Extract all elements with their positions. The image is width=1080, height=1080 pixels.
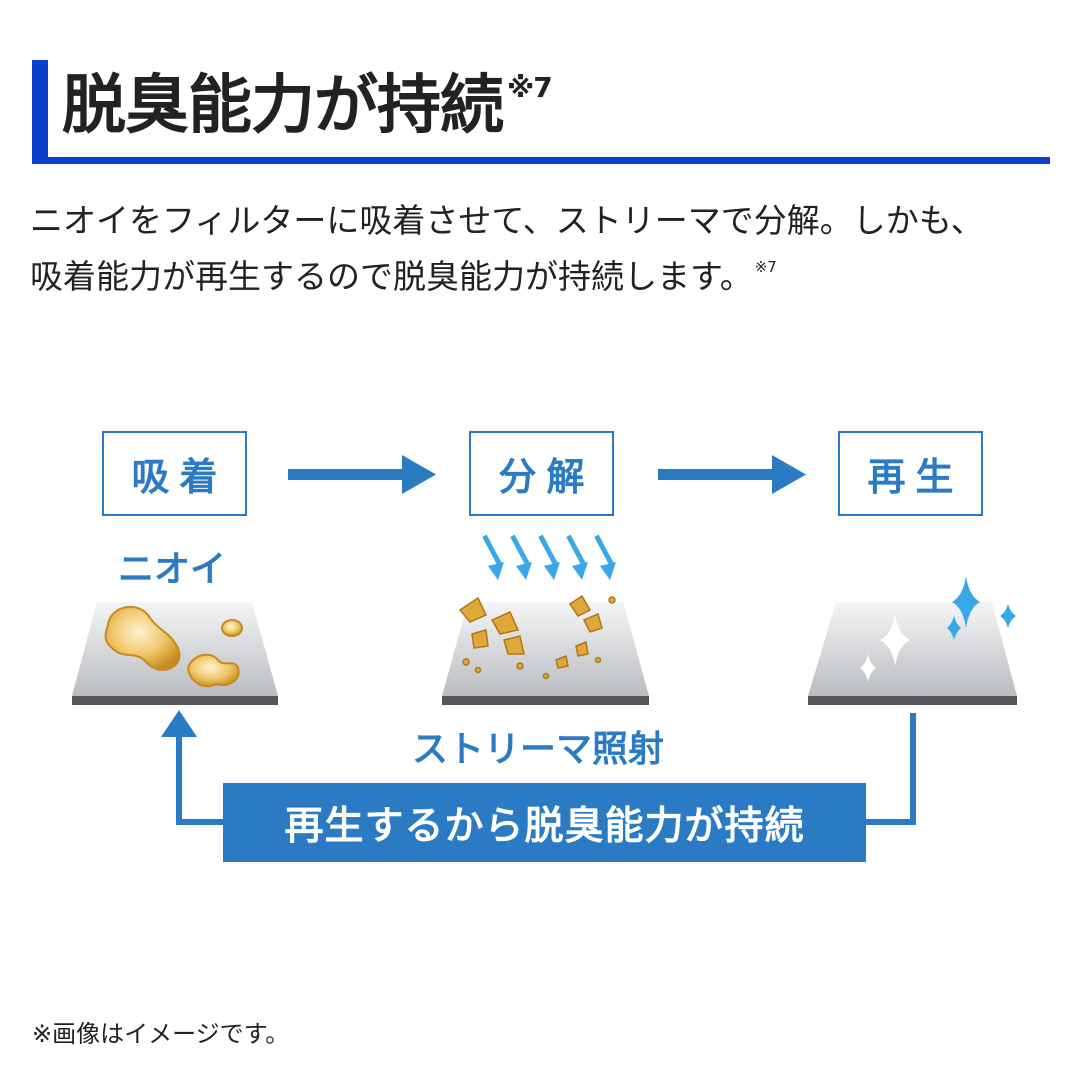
description-line-2-text: 吸着能力が再生するので脱臭能力が持続します。 bbox=[30, 257, 753, 296]
odor-label: ニオイ bbox=[118, 549, 227, 590]
step-regenerate: 再生 bbox=[838, 431, 983, 516]
right-arrow-icon bbox=[658, 455, 806, 494]
image-footnote: ※画像はイメージです。 bbox=[32, 1020, 290, 1048]
title-accent-bar bbox=[32, 60, 48, 163]
step-adsorb: 吸着 bbox=[102, 431, 247, 516]
filter-plate-regenerate bbox=[808, 602, 1017, 705]
loop-arrow-icon bbox=[161, 710, 916, 825]
page-title-text: 脱臭能力が持続 bbox=[62, 69, 504, 143]
page-title: 脱臭能力が持続※7 bbox=[62, 68, 553, 145]
title-underline bbox=[32, 157, 1050, 164]
right-arrow-icon bbox=[288, 455, 436, 494]
step-decompose: 分解 bbox=[469, 431, 614, 516]
regeneration-banner: 再生するから脱臭能力が持続 bbox=[223, 783, 866, 862]
sparkle-icon bbox=[860, 576, 1016, 682]
odor-droplets bbox=[104, 605, 243, 688]
description-line-1: ニオイをフィルターに吸着させて、ストリーマで分解。しかも、 bbox=[30, 201, 984, 240]
description-line-2: 吸着能力が再生するので脱臭能力が持続します。※7 bbox=[30, 257, 777, 297]
title-note-mark: ※7 bbox=[507, 71, 553, 104]
description-note-mark: ※7 bbox=[754, 258, 777, 276]
downward-rays-icon bbox=[482, 534, 616, 580]
banner-text: 再生するから脱臭能力が持続 bbox=[284, 803, 805, 849]
odor-fragments bbox=[458, 594, 616, 680]
streamer-label: ストリーマ照射 bbox=[412, 729, 665, 770]
